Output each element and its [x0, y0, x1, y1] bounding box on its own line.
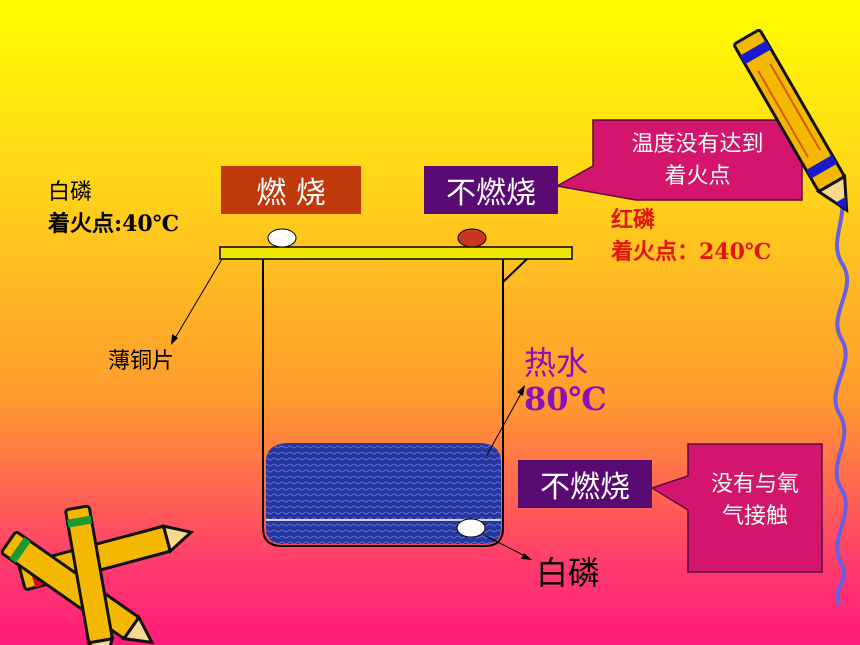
copper-plate [219, 246, 573, 260]
phosphorus-pointer-arrow [521, 553, 532, 560]
callout-bottom-line1: 没有与氧 [710, 472, 799, 497]
red-phosphorus-ignition: 着火点：240℃ [611, 239, 772, 265]
red-phosphorus-name: 红磷 [611, 207, 656, 233]
phosphorus-pointer-line [485, 535, 528, 558]
wavy-border-decoration [833, 189, 850, 607]
hot-water-temp: 80℃ [524, 380, 607, 418]
copper-pointer-arrow [171, 334, 178, 345]
hot-water [266, 443, 501, 544]
copper-plate-label: 薄铜片 [108, 349, 175, 374]
burning-label: 燃 烧 [221, 166, 361, 214]
hot-water-label: 热水 [524, 344, 589, 382]
callout-top-line1: 温度没有达到 [631, 132, 764, 157]
callout-top-line2: 着火点 [664, 164, 731, 189]
crayon-decoration-top [733, 28, 849, 213]
water-pointer-line [486, 389, 524, 456]
white-phosphorus-bottom [456, 518, 486, 538]
callout-bottom-line2: 气接触 [721, 504, 788, 529]
white-phosphorus-top [267, 228, 297, 248]
beaker [262, 255, 504, 547]
not-burning-top-label: 不燃烧 [424, 166, 558, 214]
beaker-spout [502, 257, 529, 283]
copper-pointer-line [173, 258, 223, 341]
water-pointer-arrow [517, 385, 525, 396]
red-phosphorus [457, 228, 487, 248]
callout-bottom-shape [650, 443, 823, 573]
white-phosphorus-ignition: 着火点:40℃ [48, 211, 180, 237]
not-burning-bottom-label: 不燃烧 [518, 460, 652, 508]
white-phosphorus-name: 白磷 [48, 180, 93, 205]
bottom-white-phosphorus-label: 白磷 [536, 554, 601, 592]
